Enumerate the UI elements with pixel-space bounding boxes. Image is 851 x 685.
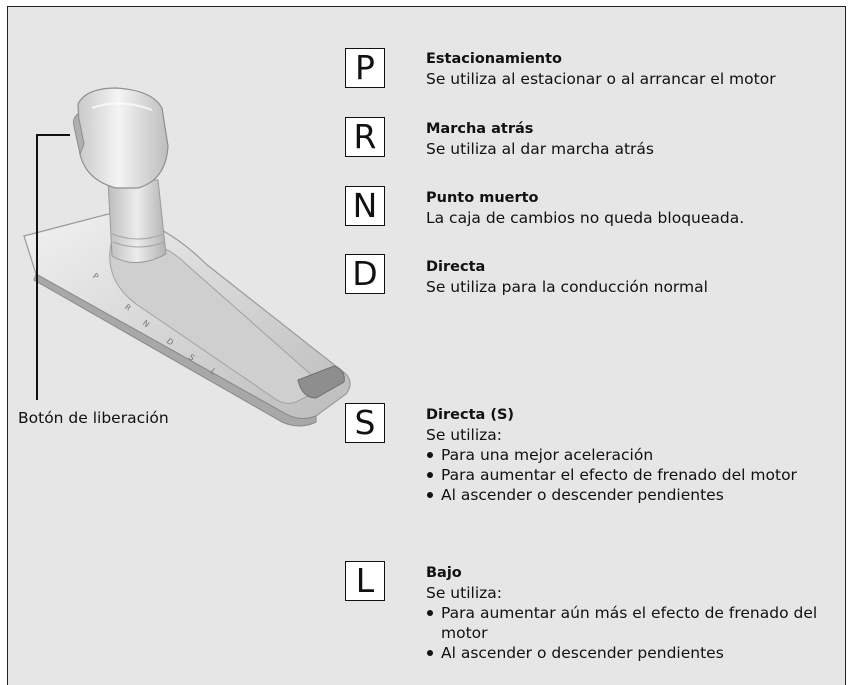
list-item: Para aumentar el efecto de frenado del m… <box>426 465 801 485</box>
gear-n-title: Punto muerto <box>426 190 539 206</box>
gear-l-text: Bajo Se utiliza: Para aumentar aún más e… <box>426 563 846 663</box>
list-item: Al ascender o descender pendientes <box>426 485 846 505</box>
gear-s-title: Directa (S) <box>426 407 515 423</box>
gate-letter-l: L <box>209 366 218 376</box>
gear-s-text: Directa (S) Se utiliza: Para una mejor a… <box>426 405 846 505</box>
gear-r-text: Marcha atrás Se utiliza al dar marcha at… <box>426 119 846 159</box>
gear-l-box: L <box>345 561 385 601</box>
gate-letter-p: P <box>91 271 100 281</box>
gear-p-text: Estacionamiento Se utiliza al estacionar… <box>426 49 846 89</box>
list-item: Para aumentar aún más el efecto de frena… <box>426 603 846 643</box>
gear-p-box: P <box>345 48 385 88</box>
gear-d-text: Directa Se utiliza para la conducción no… <box>426 257 846 297</box>
gear-p-description: Se utiliza al estacionar o al arrancar e… <box>426 70 776 88</box>
gear-d-title: Directa <box>426 259 486 275</box>
release-button-callout-horizontal <box>36 134 70 136</box>
gate-letter-r: R <box>123 302 133 313</box>
gear-n-box: N <box>345 186 385 226</box>
list-item: Al ascender o descender pendientes <box>426 643 846 663</box>
gear-r-description: Se utiliza al dar marcha atrás <box>426 140 654 158</box>
gear-d-description: Se utiliza para la conducción normal <box>426 278 708 296</box>
gear-l-title: Bajo <box>426 565 462 581</box>
gear-n-description: La caja de cambios no queda bloqueada. <box>426 209 745 227</box>
gear-s-box: S <box>345 403 385 443</box>
release-button-callout-vertical <box>36 134 38 400</box>
gate-letter-d: D <box>165 336 175 347</box>
gear-s-list: Para una mejor aceleración Para aumentar… <box>426 445 846 505</box>
gear-s-description: Se utiliza: <box>426 426 502 444</box>
gear-p-title: Estacionamiento <box>426 51 563 67</box>
gear-r-box: R <box>345 117 385 157</box>
release-button-label: Botón de liberación <box>18 409 169 427</box>
list-item: Para una mejor aceleración <box>426 445 846 465</box>
gate-letter-n: N <box>141 318 151 329</box>
gear-d-box: D <box>345 254 385 294</box>
gear-l-list: Para aumentar aún más el efecto de frena… <box>426 603 846 663</box>
gear-l-description: Se utiliza: <box>426 584 502 602</box>
gear-r-title: Marcha atrás <box>426 121 534 137</box>
gate-letter-s: S <box>187 352 197 362</box>
gear-n-text: Punto muerto La caja de cambios no queda… <box>426 188 846 228</box>
gear-shifter-illustration: P RN D S L <box>23 87 351 427</box>
